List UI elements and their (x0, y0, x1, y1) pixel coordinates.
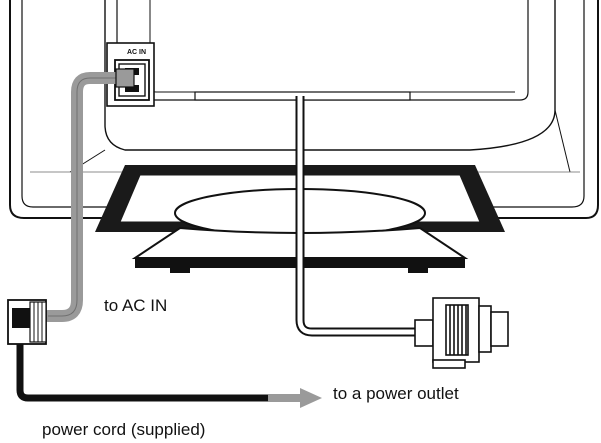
power-cord-plug (7, 299, 47, 345)
outlet-arrow (268, 388, 322, 408)
power-cord (16, 344, 268, 402)
ac-plug-cable (42, 72, 134, 322)
ac-plug-head (115, 68, 135, 88)
power-cord-label: power cord (supplied) (42, 420, 206, 439)
to-power-outlet-label: to a power outlet (333, 384, 459, 403)
vga-connector (414, 297, 509, 369)
to-ac-in-label: to AC IN (104, 296, 168, 315)
ac-in-port-label: AC IN (127, 49, 147, 56)
